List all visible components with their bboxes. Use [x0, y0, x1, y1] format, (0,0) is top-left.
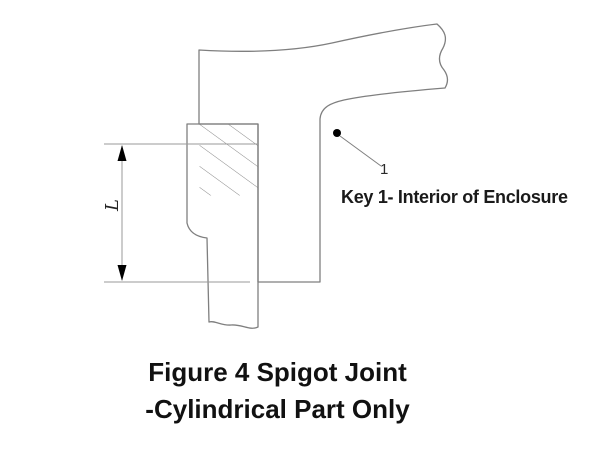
callout-number: 1: [380, 161, 389, 178]
dimension-L: [104, 143, 258, 283]
key-legend: Key 1- Interior of Enclosure: [341, 187, 568, 207]
leader-line: [339, 135, 382, 167]
joint-overlap-hatch: [199, 124, 258, 196]
dimension-label: L: [101, 199, 123, 211]
figure-caption: Figure 4 Spigot Joint -Cylindrical Part …: [70, 354, 485, 428]
spigot-body: [186, 123, 259, 329]
arrow-up-icon: [117, 145, 127, 161]
caption-line-2: -Cylindrical Part Only: [145, 394, 410, 424]
enclosure-section: [198, 23, 449, 283]
spigot-section: [186, 123, 259, 329]
callout-dot-icon: [333, 129, 341, 137]
enclosure-body: [198, 23, 449, 283]
callout-1: [333, 129, 382, 167]
caption-line-1: Figure 4 Spigot Joint: [148, 357, 407, 387]
arrow-down-icon: [117, 265, 127, 281]
